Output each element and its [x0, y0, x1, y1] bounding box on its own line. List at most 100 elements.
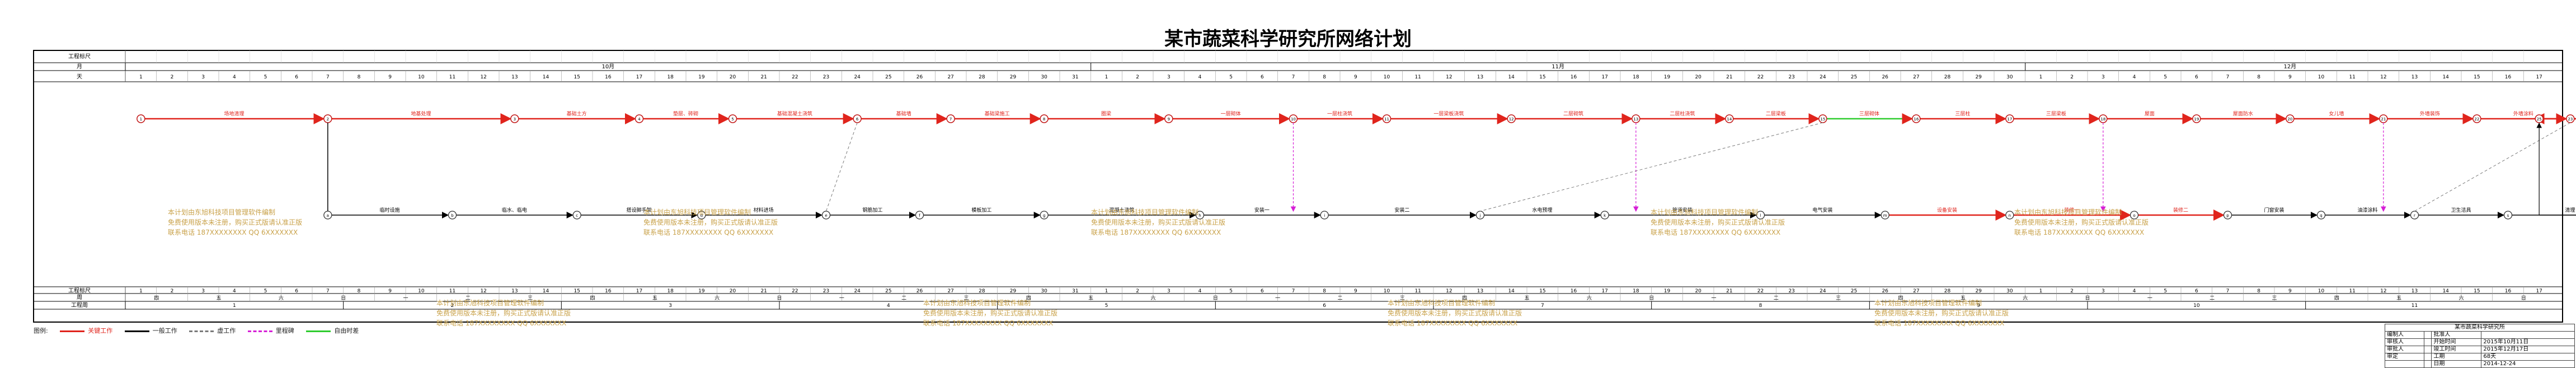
network-node — [1507, 114, 1516, 123]
node-number: 5 — [731, 117, 734, 122]
node-number: 19 — [2194, 117, 2199, 122]
node-number: g — [1043, 213, 1045, 218]
weekday-label: 二 — [901, 296, 906, 301]
footer-day-label: 16 — [605, 288, 612, 294]
info-cell: 2015年12月17日 — [2481, 346, 2575, 353]
network-node — [728, 114, 737, 123]
footer-day-label: 14 — [543, 288, 549, 294]
legend-label: 图例: — [34, 327, 48, 334]
node-number: 2 — [327, 117, 329, 122]
day-label: 6 — [295, 74, 298, 80]
weekday-label: 五 — [216, 296, 221, 301]
info-org: 某市蔬菜科学研究所 — [2385, 324, 2575, 332]
activity-label: 装修二 — [2173, 207, 2188, 213]
day-label: 15 — [574, 74, 580, 80]
day-label: 19 — [698, 74, 705, 80]
day-label: 11 — [1414, 74, 1421, 80]
footer-day-label: 20 — [730, 288, 736, 294]
day-label: 31 — [1072, 74, 1078, 80]
info-cell: 68天 — [2481, 353, 2575, 361]
footer-day-label: 4 — [1198, 288, 1202, 294]
weekday-label: 二 — [466, 296, 471, 301]
footer-day-label: 5 — [264, 288, 267, 294]
node-number: 13 — [1633, 117, 1638, 122]
header-row-label: 月 — [77, 63, 82, 70]
footer-day-label: 15 — [574, 288, 580, 294]
network-node — [2130, 211, 2139, 220]
footer-day-label: 8 — [358, 288, 361, 294]
activity-label: 基础混凝土浇筑 — [777, 110, 812, 117]
weekday-label: 五 — [1524, 296, 1529, 301]
day-label: 24 — [854, 74, 861, 80]
activity-label: 混凝土浇筑 — [1109, 207, 1134, 213]
week-label: 11 — [2412, 303, 2418, 309]
footer-day-label: 24 — [1820, 288, 1826, 294]
month-label: 12月 — [2283, 63, 2296, 70]
activity-label: 屋面防水 — [2233, 110, 2253, 117]
footer-day-label: 20 — [1695, 288, 1701, 294]
day-label: 17 — [1601, 74, 1607, 80]
activity-label: 三层梁板 — [2046, 110, 2066, 117]
footer-day-label: 1 — [139, 288, 143, 294]
network-node — [2005, 114, 2014, 123]
footer-day-label: 5 — [1229, 288, 1233, 294]
footer-day-label: 19 — [698, 288, 705, 294]
network-node — [510, 114, 519, 123]
network-node — [2410, 211, 2419, 220]
day-label: 26 — [1882, 74, 1888, 80]
node-number: a — [327, 213, 329, 218]
week-label: 10 — [2193, 303, 2200, 309]
activity-label: 一层砌体 — [1221, 110, 1241, 117]
day-label: 20 — [1695, 74, 1701, 80]
day-label: 18 — [667, 74, 674, 80]
network-node — [1725, 114, 1734, 123]
day-label: 4 — [1198, 74, 1202, 80]
activity-label: 屋面 — [2145, 111, 2155, 117]
day-label: 6 — [1261, 74, 1264, 80]
week-label: 3 — [669, 303, 672, 309]
day-label: 11 — [449, 74, 455, 80]
footer-day-label: 12 — [1446, 288, 1452, 294]
weekday-label: 四 — [2334, 296, 2339, 301]
footer-day-label: 28 — [1944, 288, 1951, 294]
day-label: 23 — [1788, 74, 1794, 80]
footer-day-label: 1 — [1105, 288, 1108, 294]
node-number: 15 — [1820, 117, 1825, 122]
legend-item-dummy: 虚工作 — [187, 327, 236, 334]
footer-day-label: 7 — [1292, 288, 1295, 294]
activity-label: 三层砌体 — [1859, 110, 1879, 117]
footer-row-label: 工程周 — [71, 302, 88, 309]
footer-day-label: 3 — [2102, 288, 2105, 294]
weekday-label: 五 — [1088, 296, 1093, 301]
footer-day-label: 17 — [2536, 288, 2542, 294]
activity-label: 女儿墙 — [2329, 110, 2344, 117]
footer-day-label: 6 — [1261, 288, 1264, 294]
footer-day-label: 7 — [326, 288, 330, 294]
weekday-label: 日 — [341, 295, 346, 301]
footer-day-label: 19 — [1664, 288, 1671, 294]
activity-label: 材料进场 — [754, 207, 774, 213]
day-label: 5 — [1229, 74, 1233, 80]
footer-day-label: 23 — [1788, 288, 1794, 294]
day-label: 7 — [326, 74, 330, 80]
network-node — [915, 211, 924, 220]
footer-day-label: 2 — [2070, 288, 2074, 294]
network-node — [2286, 114, 2295, 123]
footer-day-label: 26 — [1882, 288, 1888, 294]
activity-label: 三层柱 — [1955, 110, 1970, 117]
day-label: 3 — [201, 74, 205, 80]
watermark-text: 本计划由东旭科技项目管理软件编制 免费使用版本未注册，购买正式版请认准正版 联系… — [1388, 299, 1522, 327]
day-label: 30 — [2006, 74, 2013, 80]
info-cell: 编制人 — [2384, 331, 2425, 339]
day-label: 3 — [1167, 74, 1171, 80]
weekday-label: 四 — [1462, 296, 1467, 301]
footer-day-label: 23 — [823, 288, 829, 294]
watermark-text: 本计划由东旭科技项目管理软件编制 免费使用版本未注册，购买正式版请认准正版 联系… — [168, 208, 303, 236]
day-label: 5 — [264, 74, 267, 80]
footer-day-label: 10 — [2318, 288, 2325, 294]
info-cell — [2424, 353, 2432, 361]
network-node — [1040, 114, 1049, 123]
day-label: 8 — [2257, 74, 2260, 80]
weekday-label: 五 — [1961, 296, 1966, 301]
